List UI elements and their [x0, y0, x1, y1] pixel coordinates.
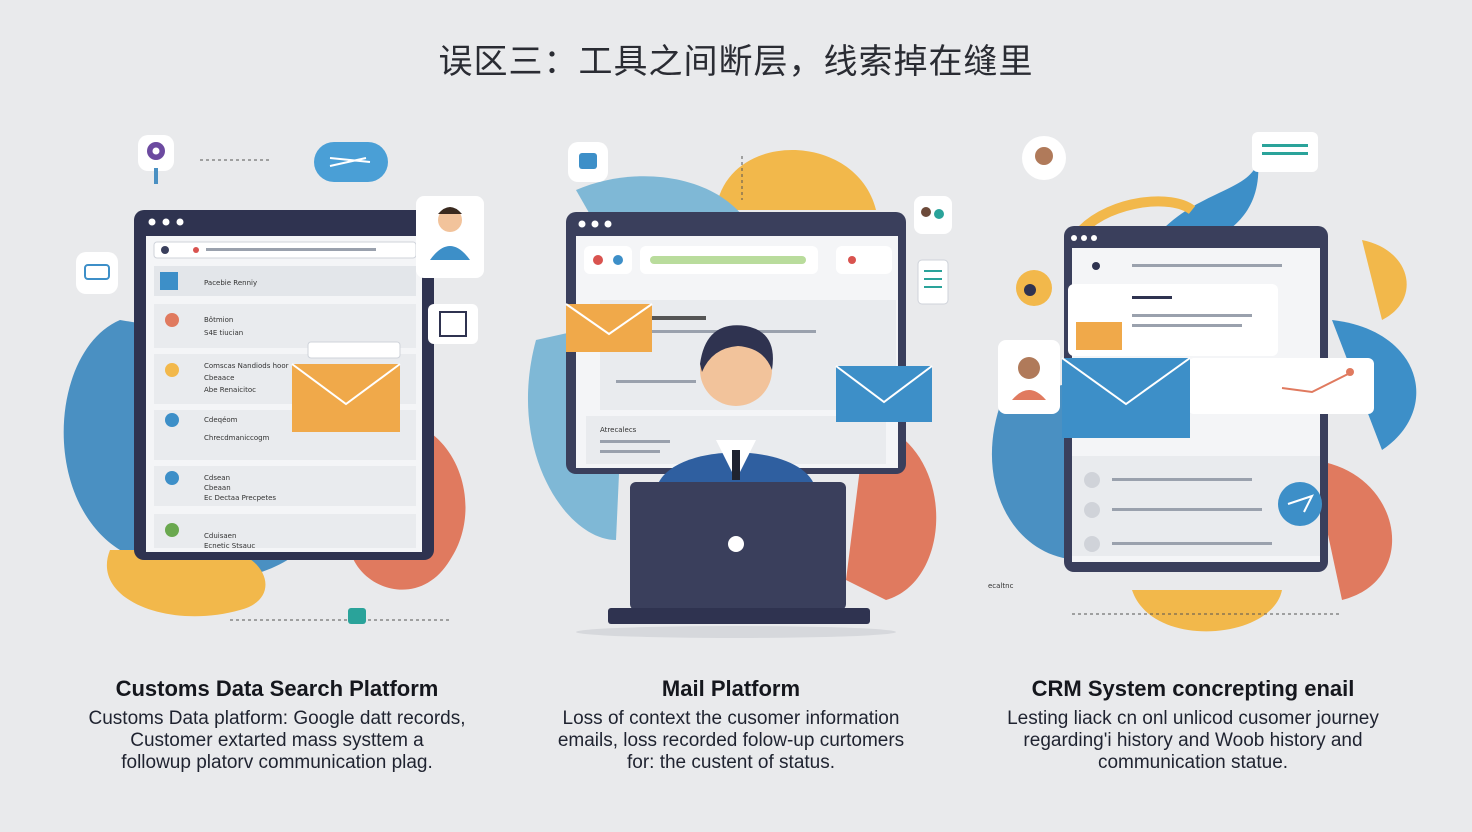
- caption-line: for: the custent of status.: [626, 752, 836, 773]
- customs-platform-illustration: Pacebie Renniy Bôtmion S4E tiucian Comsc…: [30, 120, 490, 660]
- yellow-blob: [1362, 240, 1407, 320]
- document-icon: [917, 259, 949, 305]
- caption-line: Lesting liack cn onl unlicod cusomer jou…: [1007, 708, 1379, 729]
- screen-row-9: Cdsean: [204, 474, 230, 482]
- laptop: [608, 482, 870, 624]
- yellow-blob: [106, 550, 266, 617]
- mail-platform-illustration: Atrecalecs: [506, 120, 966, 660]
- qr-code-icon: [428, 304, 478, 344]
- screen-row-8: Chrecdmaniccogm: [204, 434, 270, 442]
- screen-row-4: Comscas Nandiods hoor: [204, 362, 289, 370]
- screen-row-3: S4E tiucian: [204, 329, 243, 337]
- caption-line: regarding'i history and Woob history and: [1023, 730, 1363, 751]
- avatar-card: [416, 196, 484, 278]
- caption-crm: CRM System concrepting enail Lesting lia…: [958, 676, 1428, 774]
- envelope-icon: [291, 341, 401, 432]
- side-label: ecaltnc: [988, 582, 1014, 590]
- caption-customs: Customs Data Search Platform Customs Dat…: [42, 676, 512, 774]
- mail-screen-label: Atrecalecs: [600, 426, 637, 434]
- envelope-icon-blue: [835, 365, 933, 422]
- screen-row-5: Cbeaace: [204, 374, 234, 382]
- message-icon: [76, 252, 118, 294]
- monitor-window: Pacebie Renniy Bôtmion S4E tiucian Comsc…: [134, 210, 434, 560]
- screen-row-2: Bôtmion: [204, 316, 233, 324]
- avatar-icon-top: [1022, 136, 1066, 180]
- caption-mail: Mail Platform Loss of context the cusome…: [496, 676, 966, 774]
- contact-card: [1068, 284, 1278, 356]
- yellow-blob: [716, 150, 876, 210]
- caption-line: emails, loss recorded folow-up curtomers: [557, 730, 905, 751]
- screen-row-1: Pacebie Renniy: [204, 279, 257, 287]
- yellow-blob-bottom: [1132, 590, 1282, 632]
- caption-line: Loss of context the cusomer information: [562, 708, 900, 729]
- screen-row-11: Ec Dectaa Precpetes: [204, 494, 276, 502]
- crm-system-illustration: ecaltnc: [982, 120, 1442, 660]
- envelope-icon-blue: [1061, 357, 1191, 438]
- envelope-icon-orange: [565, 303, 653, 352]
- screen-row-10: Cbeaan: [204, 484, 231, 492]
- caption-line: followup platorv communication plag.: [121, 752, 433, 773]
- blue-blob-right: [1332, 320, 1417, 450]
- avatar-group-icon: [914, 196, 952, 234]
- bell-icon: [1016, 270, 1052, 306]
- chat-bubble-icon: [314, 142, 388, 182]
- screen-row-7: Cdeqéom: [204, 416, 238, 424]
- screen-row-12: Cduisaen: [204, 532, 236, 540]
- screen-row-6: Abe Renaicitoc: [204, 386, 256, 394]
- caption-heading: Customs Data Search Platform: [115, 676, 439, 701]
- avatar-card: [998, 340, 1060, 414]
- blue-swoosh: [1162, 160, 1259, 240]
- chart-card: [1188, 358, 1374, 414]
- caption-heading: CRM System concrepting enail: [1031, 676, 1355, 701]
- yellow-arc: [1078, 196, 1196, 234]
- caption-line: Customs Data platform: Google datt recor…: [88, 708, 466, 729]
- page-title: 误区三：工具之间断层，线索掉在缝里: [438, 42, 1034, 82]
- caption-heading: Mail Platform: [661, 676, 801, 701]
- app-icon: [568, 142, 608, 182]
- chat-lines-icon: [1252, 132, 1318, 172]
- caption-line: Customer extarted mass systtem a: [130, 730, 424, 751]
- orange-blob: [1312, 460, 1393, 600]
- location-pin-icon: [138, 135, 174, 184]
- send-icon: [1278, 482, 1322, 526]
- small-tag-icon: [348, 608, 366, 624]
- blue-blob: [991, 380, 1082, 560]
- screen-row-13: Ecnetic Stsauc: [204, 542, 255, 550]
- caption-line: communication statue.: [1097, 752, 1289, 773]
